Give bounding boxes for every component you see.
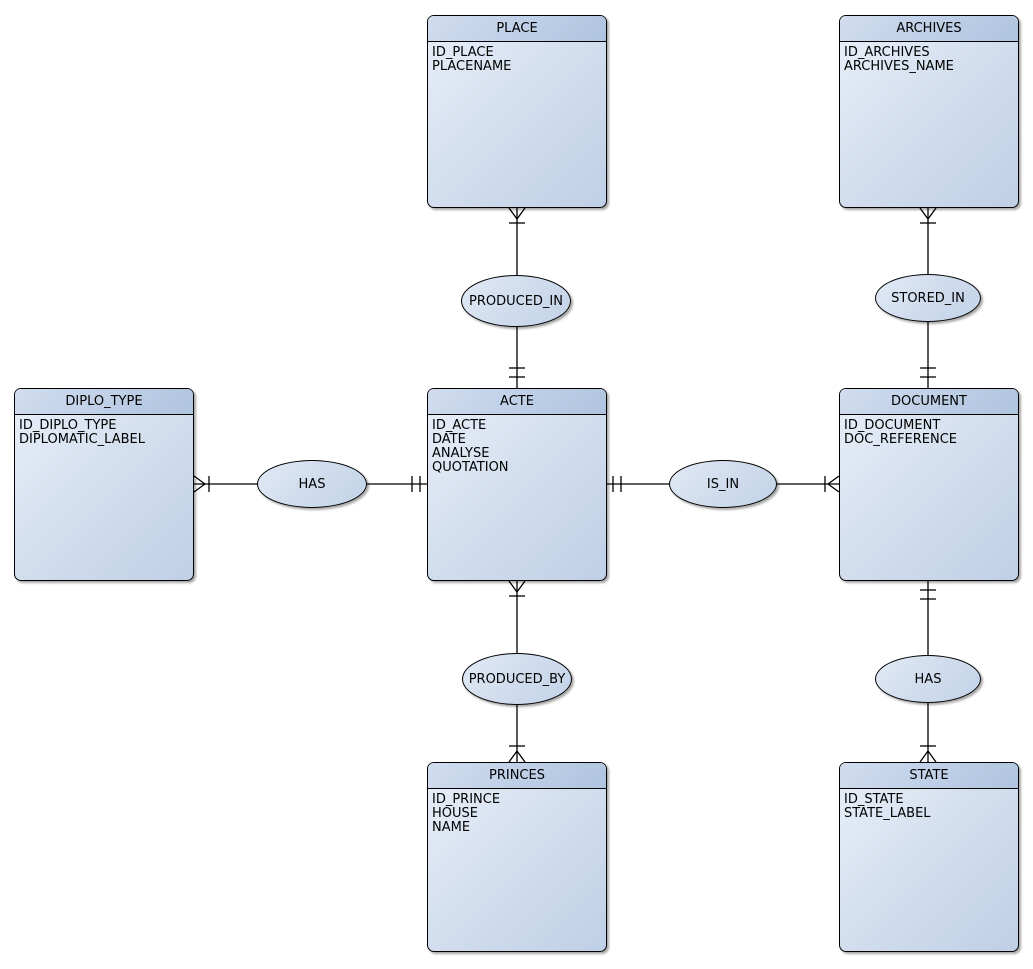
- relationship-has-diplo-type[interactable]: HAS: [257, 460, 367, 508]
- relationship-produced-by[interactable]: PRODUCED_BY: [462, 653, 572, 705]
- crowsfoot-marker: [927, 207, 937, 220]
- entity-place-title: PLACE: [428, 16, 606, 42]
- entity-place[interactable]: PLACE ID_PLACE PLACENAME: [427, 15, 607, 208]
- attribute: DIPLOMATIC_LABEL: [19, 432, 145, 447]
- entity-document-title: DOCUMENT: [840, 389, 1018, 415]
- relationship-label: IS_IN: [706, 476, 740, 492]
- relationship-is-in[interactable]: IS_IN: [669, 460, 777, 508]
- connector-document-has-state: [919, 581, 937, 763]
- entity-diplo-type-attributes: ID_DIPLO_TYPE DIPLOMATIC_LABEL: [15, 415, 193, 447]
- relationship-label: PRODUCED_BY: [468, 671, 566, 687]
- entity-princes[interactable]: PRINCES ID_PRINCE HOUSE NAME: [427, 762, 607, 952]
- crowsfoot-marker: [193, 475, 206, 485]
- attribute: ID_PLACE: [432, 45, 494, 60]
- entity-state-title: STATE: [840, 763, 1018, 789]
- attribute: ID_ARCHIVES: [844, 45, 930, 60]
- connector-diplo-type-has-acte: [193, 475, 427, 493]
- entity-archives-attributes: ID_ARCHIVES ARCHIVES_NAME: [840, 42, 1018, 74]
- entity-state[interactable]: STATE ID_STATE STATE_LABEL: [839, 762, 1019, 952]
- crowsfoot-marker: [827, 483, 840, 493]
- attribute: ANALYSE: [432, 446, 490, 461]
- entity-acte-attributes: ID_ACTE DATE ANALYSE QUOTATION: [428, 415, 606, 475]
- crowsfoot-marker: [508, 750, 518, 763]
- relationship-produced-in[interactable]: PRODUCED_IN: [461, 275, 571, 327]
- crowsfoot-marker: [516, 750, 526, 763]
- relationship-label: HAS: [298, 476, 326, 492]
- entity-acte-title: ACTE: [428, 389, 606, 415]
- entity-acte[interactable]: ACTE ID_ACTE DATE ANALYSE QUOTATION: [427, 388, 607, 581]
- crowsfoot-marker: [919, 207, 929, 220]
- attribute: ID_DOCUMENT: [844, 418, 941, 433]
- entity-archives[interactable]: ARCHIVES ID_ARCHIVES ARCHIVES_NAME: [839, 15, 1019, 208]
- connector-acte-is-in-document: [607, 475, 840, 493]
- relationship-label: HAS: [914, 671, 942, 687]
- relationship-has-state[interactable]: HAS: [875, 655, 981, 703]
- connector-acte-produced-by-princes: [508, 580, 526, 763]
- attribute: PLACENAME: [432, 59, 512, 74]
- attribute: HOUSE: [432, 806, 478, 821]
- attribute: ID_ACTE: [432, 418, 487, 433]
- relationship-label: PRODUCED_IN: [469, 293, 563, 309]
- attribute: NAME: [432, 820, 471, 835]
- crowsfoot-marker: [193, 483, 206, 493]
- attribute: DATE: [432, 432, 466, 447]
- connector-place-produced-in-acte: [508, 207, 526, 388]
- attribute: QUOTATION: [432, 460, 509, 475]
- crowsfoot-marker: [927, 750, 937, 763]
- connector-archives-stored-in-document: [919, 207, 937, 388]
- attribute: ARCHIVES_NAME: [844, 59, 954, 74]
- entity-diplo-type[interactable]: DIPLO_TYPE ID_DIPLO_TYPE DIPLOMATIC_LABE…: [14, 388, 194, 581]
- attribute: DOC_REFERENCE: [844, 432, 958, 447]
- entity-document-attributes: ID_DOCUMENT DOC_REFERENCE: [840, 415, 1018, 447]
- entity-archives-title: ARCHIVES: [840, 16, 1018, 42]
- entity-princes-attributes: ID_PRINCE HOUSE NAME: [428, 789, 606, 835]
- crowsfoot-marker: [516, 207, 526, 220]
- relationship-stored-in[interactable]: STORED_IN: [875, 274, 981, 322]
- crowsfoot-marker: [508, 580, 518, 593]
- attribute: ID_DIPLO_TYPE: [19, 418, 117, 433]
- attribute: ID_STATE: [844, 792, 904, 807]
- entity-place-attributes: ID_PLACE PLACENAME: [428, 42, 606, 74]
- entity-state-attributes: ID_STATE STATE_LABEL: [840, 789, 1018, 821]
- entity-princes-title: PRINCES: [428, 763, 606, 789]
- entity-document[interactable]: DOCUMENT ID_DOCUMENT DOC_REFERENCE: [839, 388, 1019, 581]
- crowsfoot-marker: [919, 750, 929, 763]
- entity-diplo-type-title: DIPLO_TYPE: [15, 389, 193, 415]
- attribute: STATE_LABEL: [844, 806, 931, 821]
- relationship-label: STORED_IN: [891, 290, 965, 306]
- crowsfoot-marker: [508, 207, 518, 220]
- attribute: ID_PRINCE: [432, 792, 501, 807]
- crowsfoot-marker: [516, 580, 526, 593]
- crowsfoot-marker: [827, 475, 840, 485]
